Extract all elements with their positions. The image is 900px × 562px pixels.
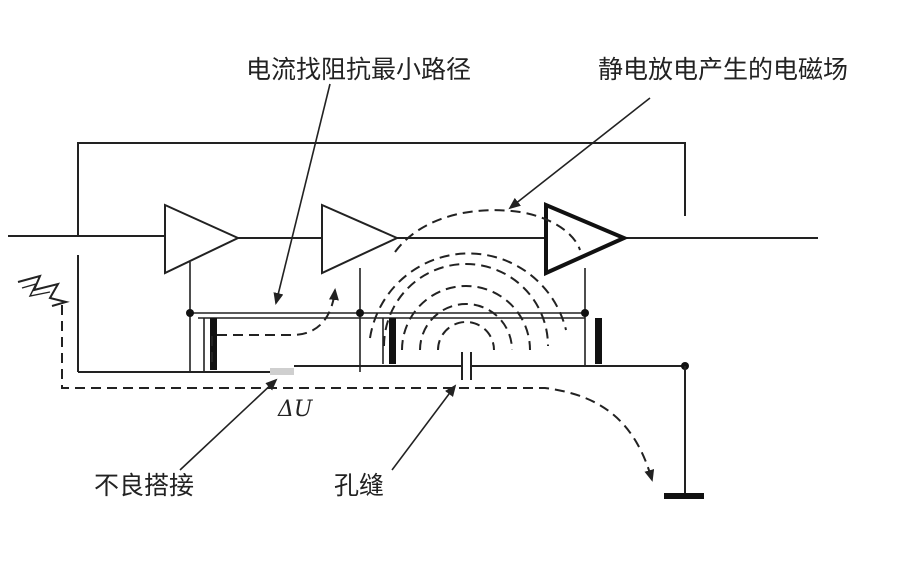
poor-bonding-gap	[270, 368, 294, 375]
pointer-slot	[391, 384, 457, 471]
bond-connector-1	[210, 318, 217, 370]
current-path-dashed	[211, 288, 339, 362]
label-slot: 孔缝	[334, 471, 384, 500]
lightning-bolt-icon	[17, 274, 70, 307]
pointer-current-path	[273, 83, 331, 305]
label-esd-field: 静电放电产生的电磁场	[598, 55, 848, 84]
pointer-esd-field	[508, 97, 651, 210]
bond-connector-3	[595, 318, 602, 364]
esd-discharge-path	[61, 305, 655, 482]
junction-dot	[356, 309, 364, 317]
bond-connector-2	[389, 318, 396, 364]
label-delta-u: ΔU	[277, 397, 314, 422]
em-field-arcs	[369, 209, 581, 351]
amplifier-3	[544, 201, 630, 277]
pointer-poor-bonding	[179, 378, 278, 471]
label-poor-bonding: 不良搭接	[94, 471, 194, 500]
junction-dot	[186, 309, 194, 317]
junction-dot	[581, 309, 589, 317]
label-current-path: 电流找阻抗最小路径	[246, 55, 471, 84]
amplifier-2	[321, 203, 400, 275]
amplifier-1	[164, 203, 241, 275]
chassis-outline	[77, 142, 686, 236]
